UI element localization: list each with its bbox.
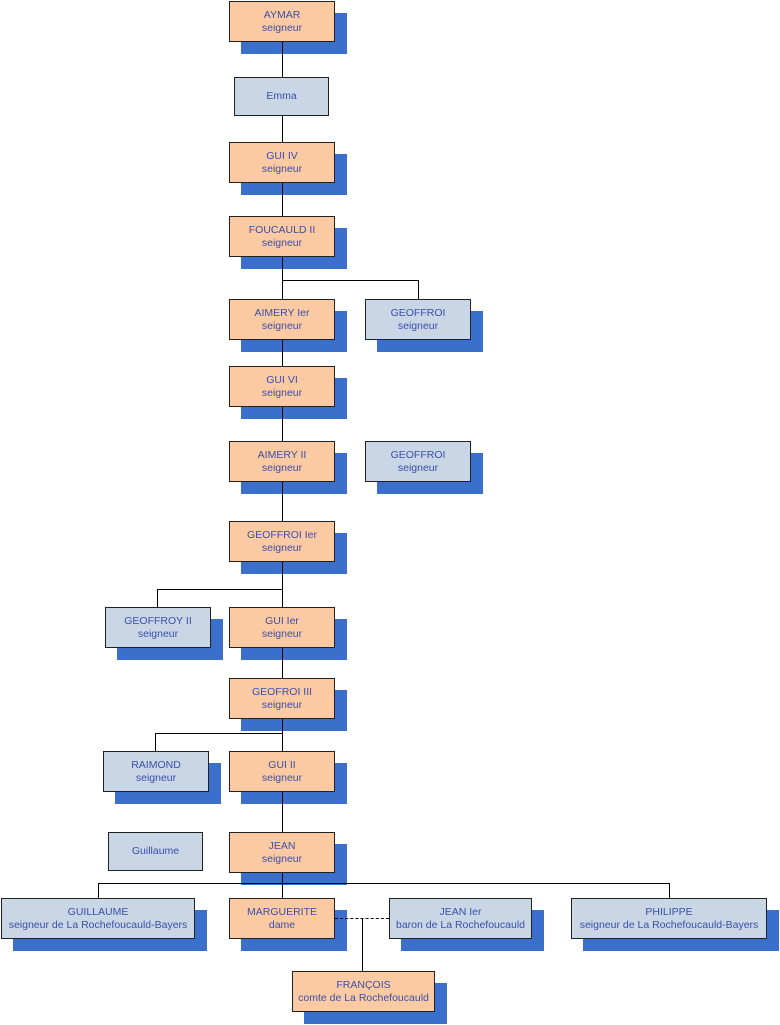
person-title: seigneur xyxy=(261,162,303,175)
person-title: seigneur xyxy=(397,319,439,332)
connector-line xyxy=(98,883,99,898)
person-name: GEOFFROI xyxy=(390,448,446,461)
person-name: GUILLAUME xyxy=(67,905,129,918)
person-name: GUI Ier xyxy=(265,614,299,627)
connector-line xyxy=(157,589,283,590)
person-name: JEAN Ier xyxy=(439,905,482,918)
person-name: AIMERY Ier xyxy=(254,306,310,319)
person-name: PHILIPPE xyxy=(645,905,693,918)
person-name: Emma xyxy=(266,90,297,102)
person-title: seigneur de La Rochefoucauld-Bayers xyxy=(8,918,188,931)
person-name: GEOFFROY II xyxy=(124,614,192,627)
person-title: baron de La Rochefoucauld xyxy=(395,918,525,931)
person-title: seigneur xyxy=(261,386,303,399)
person-title: seigneur xyxy=(261,21,303,34)
person-title: seigneur xyxy=(261,627,303,640)
connector-line xyxy=(282,280,419,281)
person-name: GEOFFROI xyxy=(390,306,446,319)
person-title: seigneur xyxy=(261,461,303,474)
person-title: seigneur xyxy=(261,771,303,784)
person-name: JEAN xyxy=(268,839,296,852)
person-title: seigneur xyxy=(261,698,303,711)
person-name: FOUCAULD II xyxy=(248,223,316,236)
connector-line xyxy=(98,883,670,884)
connector-line xyxy=(282,562,283,607)
connector-line xyxy=(418,280,419,299)
person-name: GUI II xyxy=(268,758,296,771)
person-title: seigneur xyxy=(137,627,179,640)
connector-line xyxy=(282,873,283,898)
connector-line xyxy=(282,183,283,216)
person-node-emma: Emma xyxy=(234,77,329,116)
connector-line xyxy=(362,918,363,971)
person-node-guillaume-a: Guillaume xyxy=(108,832,203,871)
connector-line xyxy=(282,116,283,142)
connector-line xyxy=(282,792,283,832)
person-title: comte de La Rochefoucauld xyxy=(298,991,429,1004)
person-name: GUI VI xyxy=(266,373,298,386)
person-name: GEOFFROI Ier xyxy=(246,528,317,541)
person-name: MARGUERITE xyxy=(246,905,317,918)
person-name: AYMAR xyxy=(263,8,301,21)
connector-line xyxy=(282,42,283,77)
connector-line xyxy=(282,719,283,751)
person-title: seigneur xyxy=(135,771,177,784)
person-title: seigneur xyxy=(261,852,303,865)
connector-line xyxy=(157,589,158,607)
person-title: seigneur de La Rochefoucauld-Bayers xyxy=(579,918,759,931)
person-title: seigneur xyxy=(261,541,303,554)
person-title: seigneur xyxy=(261,236,303,249)
connector-line xyxy=(282,407,283,441)
person-title: seigneur xyxy=(261,319,303,332)
connector-line xyxy=(282,482,283,521)
person-name: Guillaume xyxy=(131,845,180,857)
person-name: RAIMOND xyxy=(131,758,181,771)
connector-line xyxy=(282,340,283,366)
person-title: dame xyxy=(268,918,296,931)
person-name: GEOFROI III xyxy=(251,685,313,698)
marriage-dashed-line xyxy=(335,918,389,919)
person-name: FRANÇOIS xyxy=(336,978,391,991)
connector-line xyxy=(282,257,283,299)
person-name: GUI IV xyxy=(266,149,298,162)
connector-line xyxy=(282,648,283,678)
connector-line xyxy=(669,883,670,898)
connector-line xyxy=(155,733,156,751)
person-name: AIMERY II xyxy=(257,448,307,461)
connector-line xyxy=(155,733,283,734)
person-title: seigneur xyxy=(397,461,439,474)
